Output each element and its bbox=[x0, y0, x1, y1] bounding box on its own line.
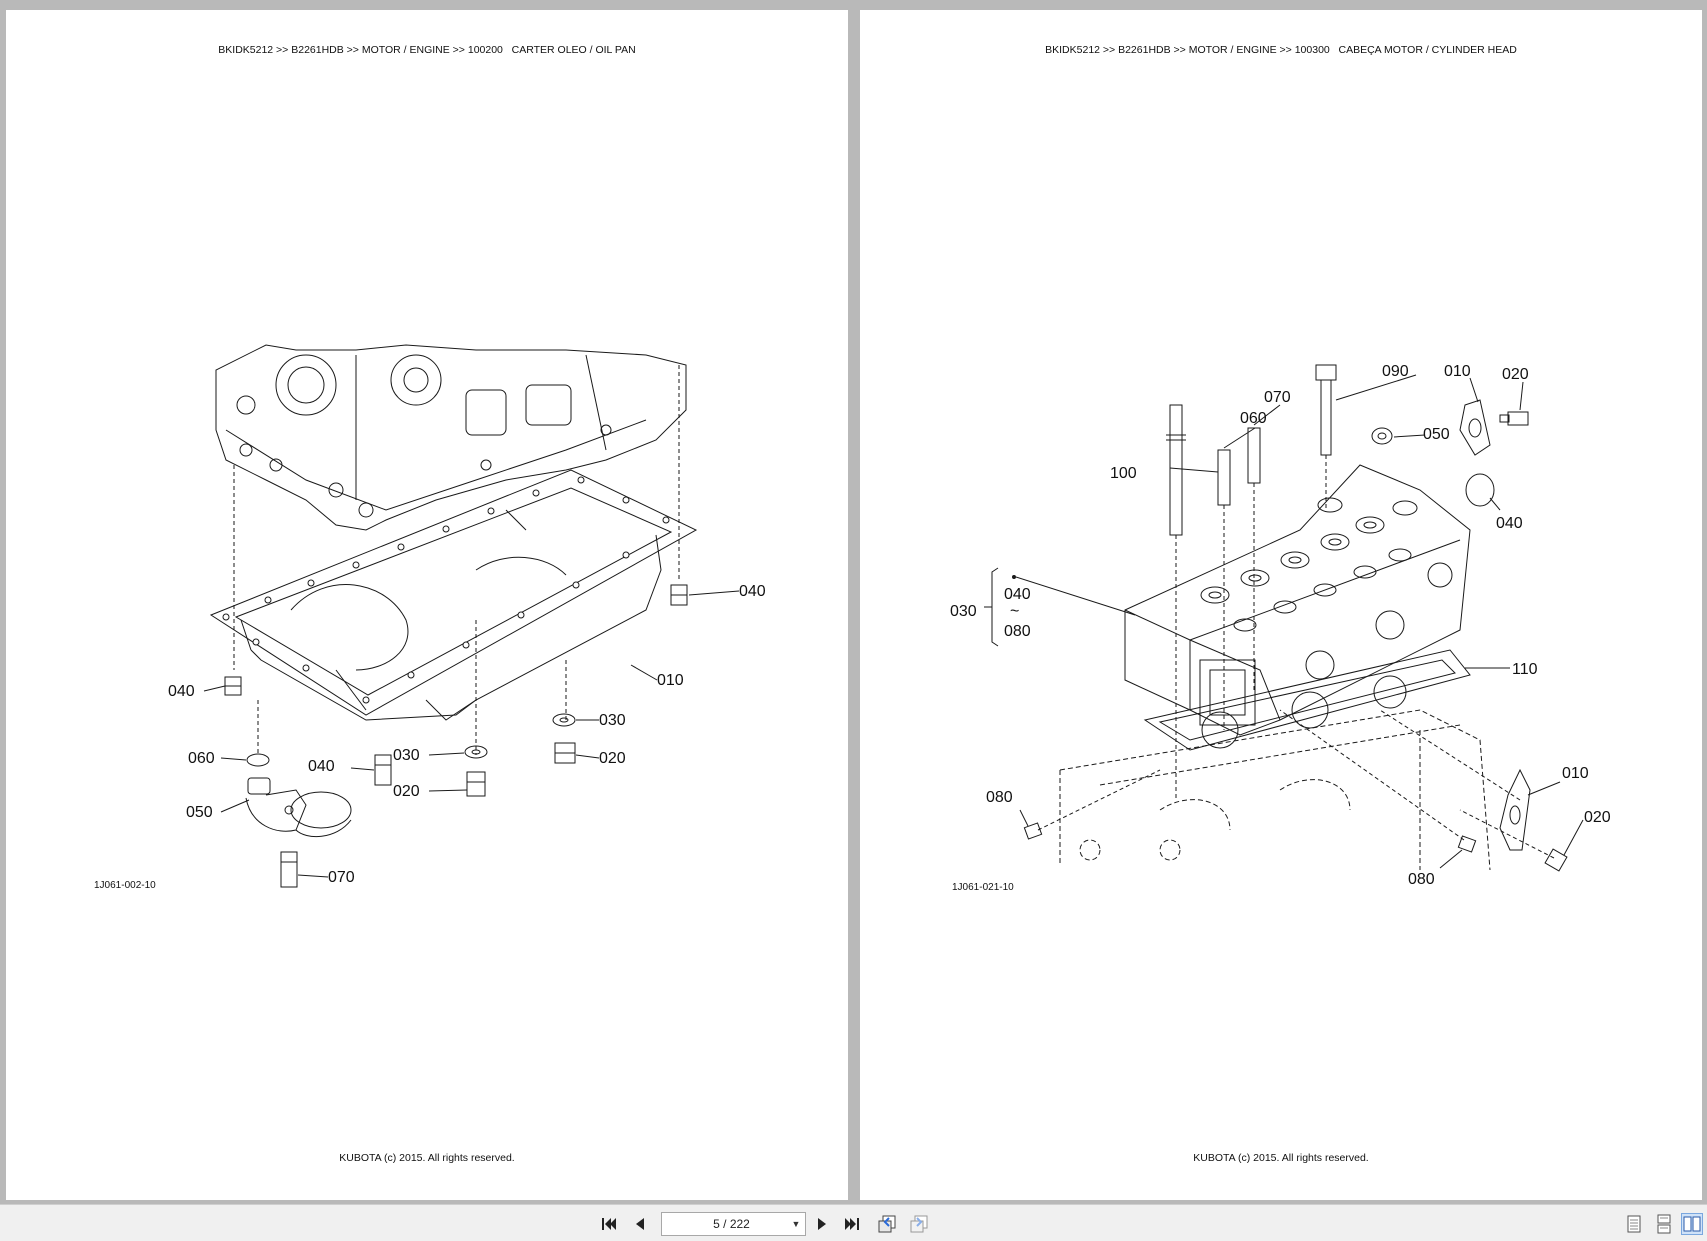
single-page-view-icon[interactable] bbox=[1623, 1213, 1645, 1235]
callout-040-left: 040 bbox=[168, 683, 195, 700]
facing-pages-view-icon[interactable] bbox=[1681, 1213, 1703, 1235]
oil-pan-exploded-diagram: 040 040 010 030 020 060 040 030 020 050 … bbox=[94, 344, 766, 891]
callout-080-range-end: 080 bbox=[1004, 623, 1031, 640]
page-indicator: 5 / 222 bbox=[713, 1217, 750, 1231]
cylinder-head-exploded-diagram: 090 010 020 070 060 050 100 040 030 040 … bbox=[950, 363, 1611, 893]
callout-010-top: 010 bbox=[1444, 363, 1471, 380]
go-back-icon[interactable] bbox=[876, 1213, 898, 1235]
page-footer: KUBOTA (c) 2015. All rights reserved. bbox=[339, 1152, 515, 1164]
go-forward-icon[interactable] bbox=[908, 1213, 930, 1235]
callout-110: 110 bbox=[1512, 661, 1538, 678]
callout-050: 050 bbox=[1423, 426, 1450, 443]
callout-080-bottom: 080 bbox=[1408, 871, 1435, 888]
next-page-icon[interactable] bbox=[811, 1213, 833, 1235]
callout-100: 100 bbox=[1110, 465, 1137, 482]
callout-040-right: 040 bbox=[739, 583, 766, 600]
callout-020-top: 020 bbox=[1502, 366, 1529, 383]
document-page-left: BKIDK5212 >> B2261HDB >> MOTOR / ENGINE … bbox=[6, 10, 848, 1200]
page-number-field[interactable]: 5 / 222 ▼ bbox=[661, 1212, 806, 1236]
previous-page-icon[interactable] bbox=[629, 1213, 651, 1235]
callout-070: 070 bbox=[328, 869, 355, 886]
callout-060: 060 bbox=[1240, 410, 1267, 427]
callout-030: 030 bbox=[950, 603, 977, 620]
first-page-icon[interactable] bbox=[598, 1213, 620, 1235]
figure-code: 1J061-021-10 bbox=[952, 882, 1014, 893]
callout-020-middle: 020 bbox=[393, 783, 420, 800]
callout-010-bottom: 010 bbox=[1562, 765, 1589, 782]
callout-range-tilde: ~ bbox=[1010, 603, 1019, 620]
figure-code: 1J061-002-10 bbox=[94, 880, 156, 891]
page-footer: KUBOTA (c) 2015. All rights reserved. bbox=[1193, 1152, 1369, 1164]
chevron-down-icon[interactable]: ▼ bbox=[791, 1219, 801, 1229]
continuous-view-icon[interactable] bbox=[1653, 1213, 1675, 1235]
callout-020-right: 020 bbox=[599, 750, 626, 767]
callout-020-bottom: 020 bbox=[1584, 809, 1611, 826]
last-page-icon[interactable] bbox=[841, 1213, 863, 1235]
callout-040-range-start: 040 bbox=[1004, 586, 1031, 603]
navigation-toolbar: 5 / 222 ▼ bbox=[0, 1204, 1707, 1241]
page-header: BKIDK5212 >> B2261HDB >> MOTOR / ENGINE … bbox=[218, 44, 636, 56]
callout-090: 090 bbox=[1382, 363, 1409, 380]
callout-030-middle: 030 bbox=[393, 747, 420, 764]
callout-070: 070 bbox=[1264, 389, 1291, 406]
callout-040-middle: 040 bbox=[308, 758, 335, 775]
page-header: BKIDK5212 >> B2261HDB >> MOTOR / ENGINE … bbox=[1045, 44, 1517, 56]
callout-060: 060 bbox=[188, 750, 215, 767]
callout-030-right: 030 bbox=[599, 712, 626, 729]
callout-050: 050 bbox=[186, 804, 213, 821]
callout-010: 010 bbox=[657, 672, 684, 689]
callout-080-left: 080 bbox=[986, 789, 1013, 806]
callout-040-plug: 040 bbox=[1496, 515, 1523, 532]
document-page-right: BKIDK5212 >> B2261HDB >> MOTOR / ENGINE … bbox=[860, 10, 1702, 1200]
